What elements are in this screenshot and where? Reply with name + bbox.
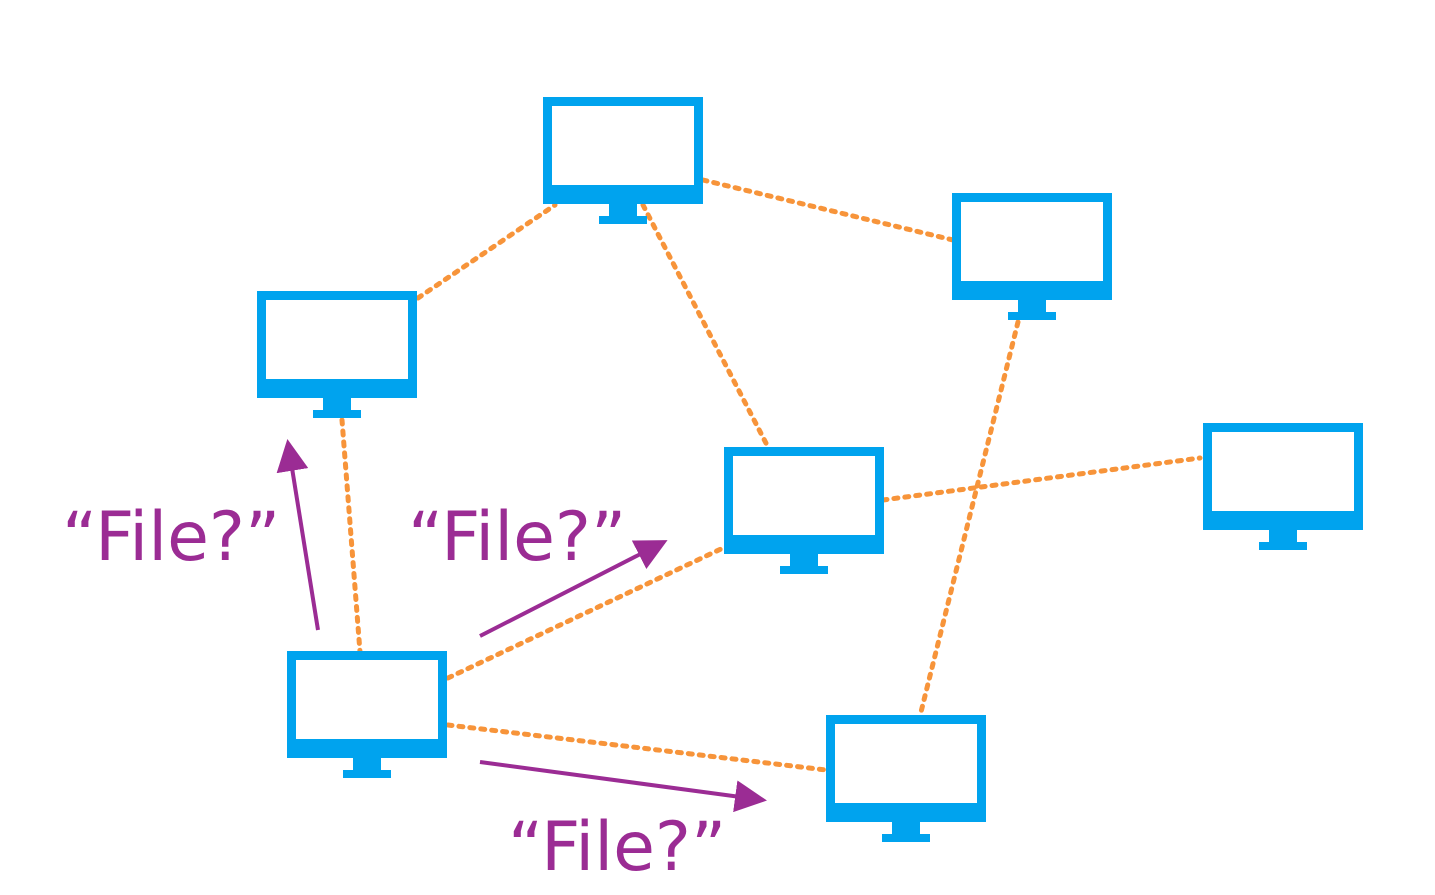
- link-bottomleft-bottomcenter: [445, 722, 829, 773]
- monitor-icon: [724, 447, 884, 574]
- monitor-icon: [257, 291, 417, 418]
- query-arrow-to-bottomcenter: [479, 760, 767, 813]
- monitor-icon: [287, 651, 447, 778]
- link-topcenter-topright: [700, 177, 956, 243]
- query-arrow-to-midleft: [276, 439, 320, 631]
- monitor-icon: [543, 97, 703, 224]
- query-label: “File?”: [62, 498, 280, 577]
- link-bottomleft-center: [445, 545, 726, 681]
- network-links: [339, 177, 1203, 773]
- query-arrow-to-center: [479, 540, 668, 638]
- query-labels: “File?” “File?” “File?”: [62, 498, 726, 887]
- monitor-icon: [952, 193, 1112, 320]
- query-arrows: [276, 439, 767, 813]
- link-center-farright: [880, 455, 1203, 503]
- link-midleft-topcenter: [415, 202, 558, 301]
- query-label: “File?”: [408, 498, 626, 577]
- monitor-icon: [1203, 423, 1363, 550]
- computers: [257, 97, 1363, 842]
- monitor-icon: [826, 715, 986, 842]
- link-topcenter-center: [640, 202, 771, 450]
- link-topright-bottomcenter: [917, 319, 1021, 719]
- link-midleft-bottomleft: [339, 417, 363, 655]
- query-label: “File?”: [508, 808, 726, 887]
